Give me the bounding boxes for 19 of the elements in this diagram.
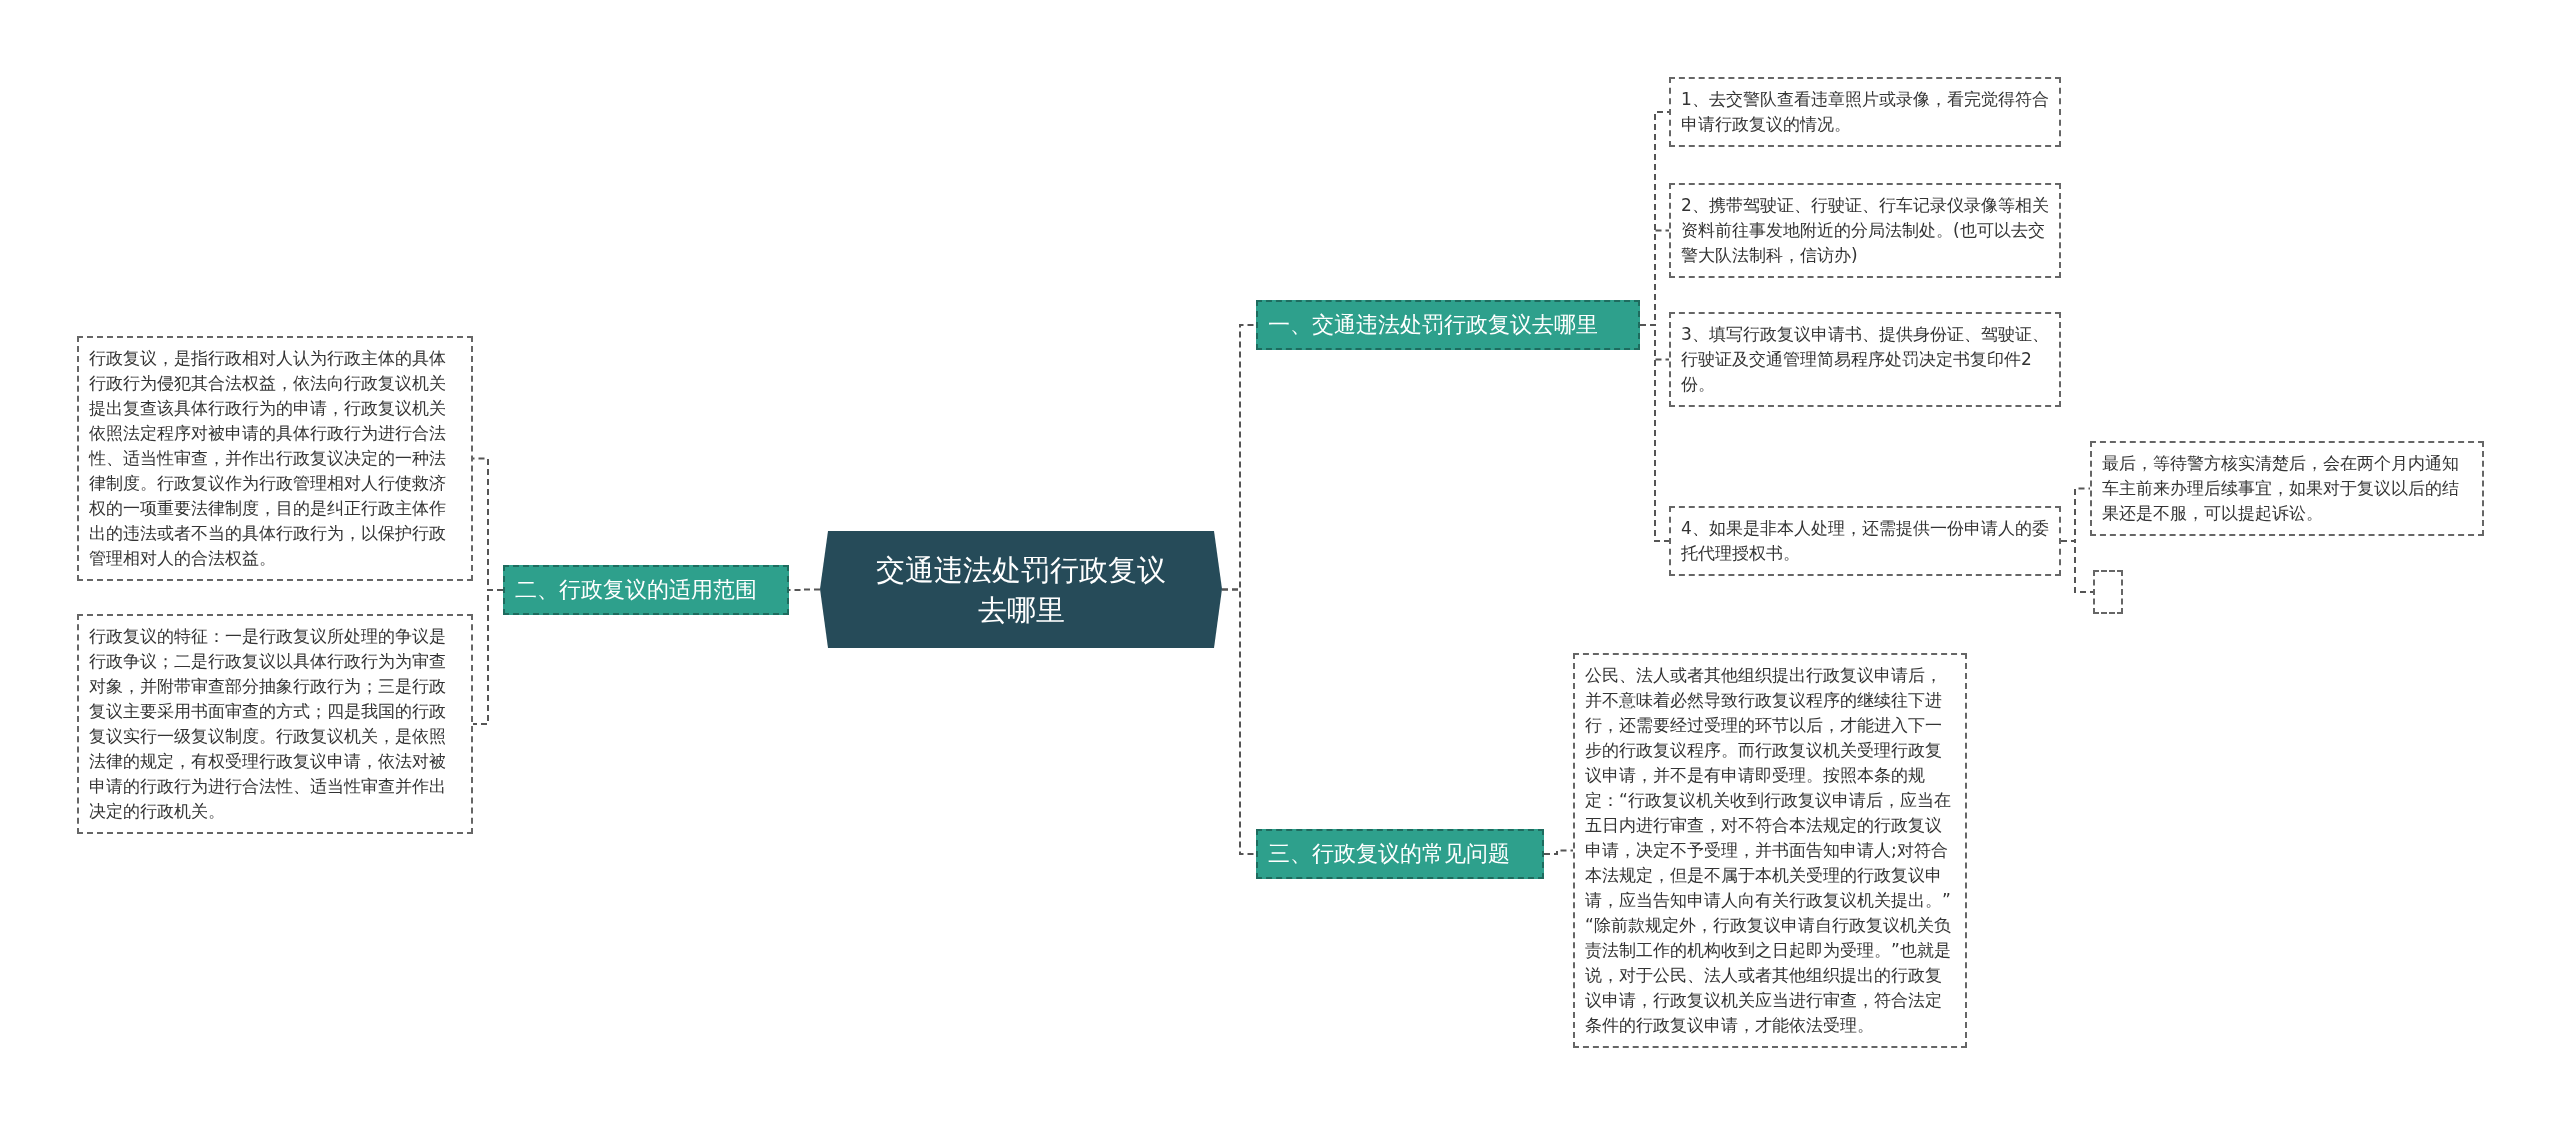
connector-line xyxy=(472,589,504,725)
note-box: 2、携带驾驶证、行驶证、行车记录仪录像等相关资料前往事发地附近的分局法制处。(也可以去交警大队法制科，信访办) xyxy=(1669,183,2061,278)
connector-line xyxy=(1221,588,1257,855)
note-box: 4、如果是非本人处理，还需提供一份申请人的委托代理授权书。 xyxy=(1669,506,2061,576)
note-box: 最后，等待警方核实清楚后，会在两个月内通知车主前来办理后续事宜，如果对于复议以后的结果还是不服，可以提起诉讼。 xyxy=(2090,441,2484,536)
topic-text: 交通违法处罚行政复议去哪里 xyxy=(875,551,1167,629)
note-box: 1、去交警队查看违章照片或录像，看完觉得符合申请行政复议的情况。 xyxy=(1669,77,2061,147)
connector-line xyxy=(1639,324,1670,542)
note-box: 行政复议，是指行政相对人认为行政主体的具体行政行为侵犯其合法权益，依法向行政复议机关提出复查该具体行政行为的申请，行政复议机关依照法定程序对被申请的具体行政行为进行合法性、适当性审查，并作出行政复议决定的一种法律制度。行政复议作为行政管理相对人行使救济权的一项重要法律制度，目的是纠正行政主体作出的违法或者不当的具体行政行为，以保护行政管理相对人的合法权益。 xyxy=(77,336,473,581)
branch-topic: 一、交通违法处罚行政复议去哪里 xyxy=(1256,300,1640,350)
connector-line xyxy=(1543,849,1574,855)
note-box: 3、填写行政复议申请书、提供身份证、驾驶证、行驶证及交通管理简易程序处罚决定书复印件2份。 xyxy=(1669,312,2061,407)
note-box: 行政复议的特征：一是行政复议所处理的争议是行政争议；二是行政复议以具体行政行为为审查对象，并附带审查部分抽象行政行为；三是行政复议主要采用书面审查的方式；四是我国的行政复议实行一级复议制度。行政复议机关，是依照法律的规定，有权受理行政复议申请，依法对被申请的行政行为进行合法性、适当性审查并作出决定的行政机关。 xyxy=(77,614,473,834)
note-box: 公民、法人或者其他组织提出行政复议申请后，并不意味着必然导致行政复议程序的继续往下进行，还需要经过受理的环节以后，才能进入下一步的行政复议程序。而行政复议机关受理行政复议申请，并不是有申请即受理。按照本条的规定：“行政复议机关收到行政复议申请后，应当在五日内进行审查，对不符合本法规定的行政复议申请，决定不予受理，并书面告知申请人;对符合本法规定，但是不属于本机关受理的行政复议申请，应当告知申请人向有关行政复议机关提出。” “除前款规定外，行政复议申请自行政复议机关负责法制工作的机构收到之日起即为受理。”也就是说，对于公民、法人或者其他组织提出的行政复议申请，行政复议机关应当进行审查，符合法定条件的行政复议申请，才能依法受理。 xyxy=(1573,653,1967,1048)
empty-box xyxy=(2093,570,2123,614)
branch-topic: 二、行政复议的适用范围 xyxy=(503,565,789,615)
connector-line xyxy=(2060,540,2094,593)
branch-topic: 三、行政复议的常见问题 xyxy=(1256,829,1544,879)
central-topic xyxy=(820,531,1222,648)
